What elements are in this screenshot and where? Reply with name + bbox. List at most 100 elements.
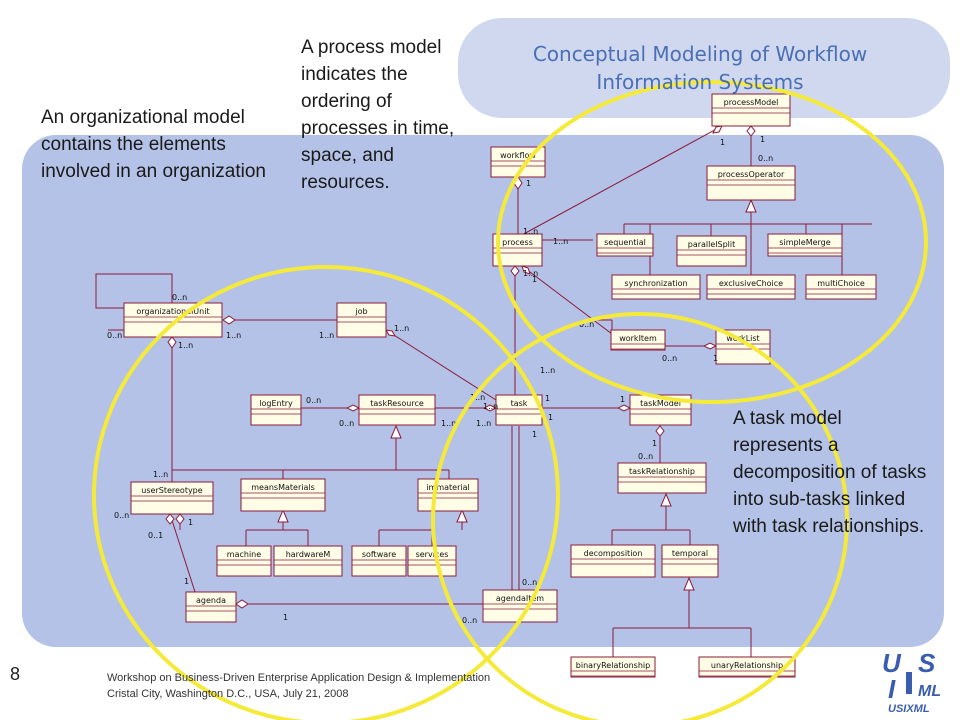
class-box <box>351 545 407 577</box>
multiplicity-label: 1..n <box>226 331 241 340</box>
class-box <box>273 545 343 577</box>
class-name: exclusiveChoice <box>719 279 783 288</box>
logo-bar <box>906 672 912 694</box>
aggregation-diamond <box>385 329 396 337</box>
composition-diamond <box>746 125 756 137</box>
slide-title-line2: Information Systems <box>596 70 804 94</box>
class-name: sequential <box>604 238 646 247</box>
multiplicity-labels: 1 1 0..n 1 1..n 1..n 1..n 1 0..n 0..n 1 0..n 0..n 1..… <box>107 135 773 625</box>
class-hardwareM: hardwareM <box>273 545 343 577</box>
class-multiChoice: multiChoice <box>805 274 877 300</box>
class-agenda: agenda <box>185 591 237 623</box>
multiplicity-label: 1 <box>652 439 657 448</box>
multiplicity-label: 1..n <box>483 402 498 411</box>
class-task: task <box>495 394 543 426</box>
class-box <box>417 478 479 512</box>
class-workList: workList <box>715 329 771 365</box>
class-sequential: sequential <box>596 233 654 257</box>
class-name: binaryRelationship <box>576 661 650 670</box>
class-name: processModel <box>724 98 779 107</box>
class-meansMaterials: meansMaterials <box>240 478 326 512</box>
class-exclusiveChoice: exclusiveChoice <box>706 274 796 300</box>
class-workItem: workItem <box>610 329 666 351</box>
class-name: agenda <box>196 596 226 605</box>
class-simpleMerge: simpleMerge <box>767 233 843 257</box>
composition-diamond <box>521 265 531 275</box>
class-box <box>711 93 791 127</box>
class-box <box>250 394 302 426</box>
aggregation-diamond <box>616 404 632 412</box>
composition-diamond <box>175 513 185 525</box>
composition-diamond <box>655 425 665 437</box>
class-box <box>495 394 543 426</box>
class-name: meansMaterials <box>251 483 315 492</box>
class-taskRelationship: taskRelationship <box>617 462 707 494</box>
multiplicity-label: 0..1 <box>148 531 163 540</box>
highlight-circle-task <box>431 312 849 720</box>
composition-diamond <box>165 513 175 525</box>
class-name: organizationalUnit <box>136 307 209 316</box>
multiplicity-label: 1 <box>760 135 765 144</box>
multiplicity-label: 1 <box>188 518 193 527</box>
footer-event: Workshop on Business-Driven Enterprise A… <box>107 672 491 684</box>
multiplicity-label: 1 <box>532 430 537 439</box>
class-box <box>767 233 843 257</box>
class-processOperator: processOperator <box>706 165 796 201</box>
slide-title-line1: Conceptual Modeling of Workflow <box>532 42 868 66</box>
class-name: processOperator <box>718 170 785 179</box>
class-box <box>123 302 223 338</box>
multiplicity-label: 0..n <box>522 578 537 587</box>
class-box <box>570 544 656 578</box>
logo-wordmark: USIXML <box>888 703 930 715</box>
multiplicity-label: 1 <box>620 395 625 404</box>
class-name: software <box>362 550 396 559</box>
multiplicity-label: 1..n <box>540 366 555 375</box>
class-software: software <box>351 545 407 577</box>
class-name: process <box>502 238 533 247</box>
class-name: synchronization <box>624 279 687 288</box>
class-name: temporal <box>672 549 708 558</box>
class-box <box>570 656 656 678</box>
content-panel <box>22 135 944 647</box>
class-name: immaterial <box>426 483 469 492</box>
class-box <box>698 656 796 678</box>
multiplicity-label: 0..n <box>114 511 129 520</box>
class-name: workList <box>726 334 759 343</box>
class-name: services <box>416 550 449 559</box>
generalization-arrow <box>390 424 402 439</box>
multiplicity-label: 1..n <box>153 470 168 479</box>
class-name: multiChoice <box>817 279 865 288</box>
class-machine: machine <box>216 545 272 577</box>
multiplicity-label: 1..n <box>441 419 456 428</box>
slide-number: 8 <box>10 664 21 684</box>
multiplicity-label: 0..n <box>107 331 122 340</box>
title-panel <box>458 18 950 118</box>
class-box <box>706 165 796 201</box>
multiplicity-label: 1 <box>548 413 553 422</box>
highlight-circle-process <box>496 80 928 404</box>
class-name: unaryRelationship <box>711 661 783 670</box>
logo-letter-u: U <box>882 650 902 678</box>
logo-letter-i: I <box>888 674 896 704</box>
multiplicity-label: 1..n <box>523 269 538 278</box>
class-decomposition: decomposition <box>570 544 656 578</box>
aggregation-diamond <box>482 404 498 412</box>
class-name: job <box>354 307 367 316</box>
class-synchronization: synchronization <box>611 274 701 300</box>
slide-title: Conceptual Modeling of Workflow Informat… <box>460 40 940 96</box>
multiplicity-label: 1 <box>184 577 189 586</box>
multiplicity-label: 0..n <box>579 320 594 329</box>
logo-letter-ml: ML <box>918 683 941 700</box>
class-box <box>216 545 272 577</box>
class-name: taskResource <box>370 399 424 408</box>
multiplicity-label: 0..n <box>306 396 321 405</box>
class-logEntry: logEntry <box>250 394 302 426</box>
multiplicity-label: 0..n <box>172 293 187 302</box>
multiplicity-label: 1 <box>283 613 288 622</box>
class-processModel: processModel <box>711 93 791 127</box>
multiplicity-label: 1..n <box>476 419 491 428</box>
class-box <box>661 544 719 578</box>
class-userStereotype: userStereotype <box>130 481 214 515</box>
class-name: machine <box>227 550 261 559</box>
class-box <box>805 274 877 300</box>
